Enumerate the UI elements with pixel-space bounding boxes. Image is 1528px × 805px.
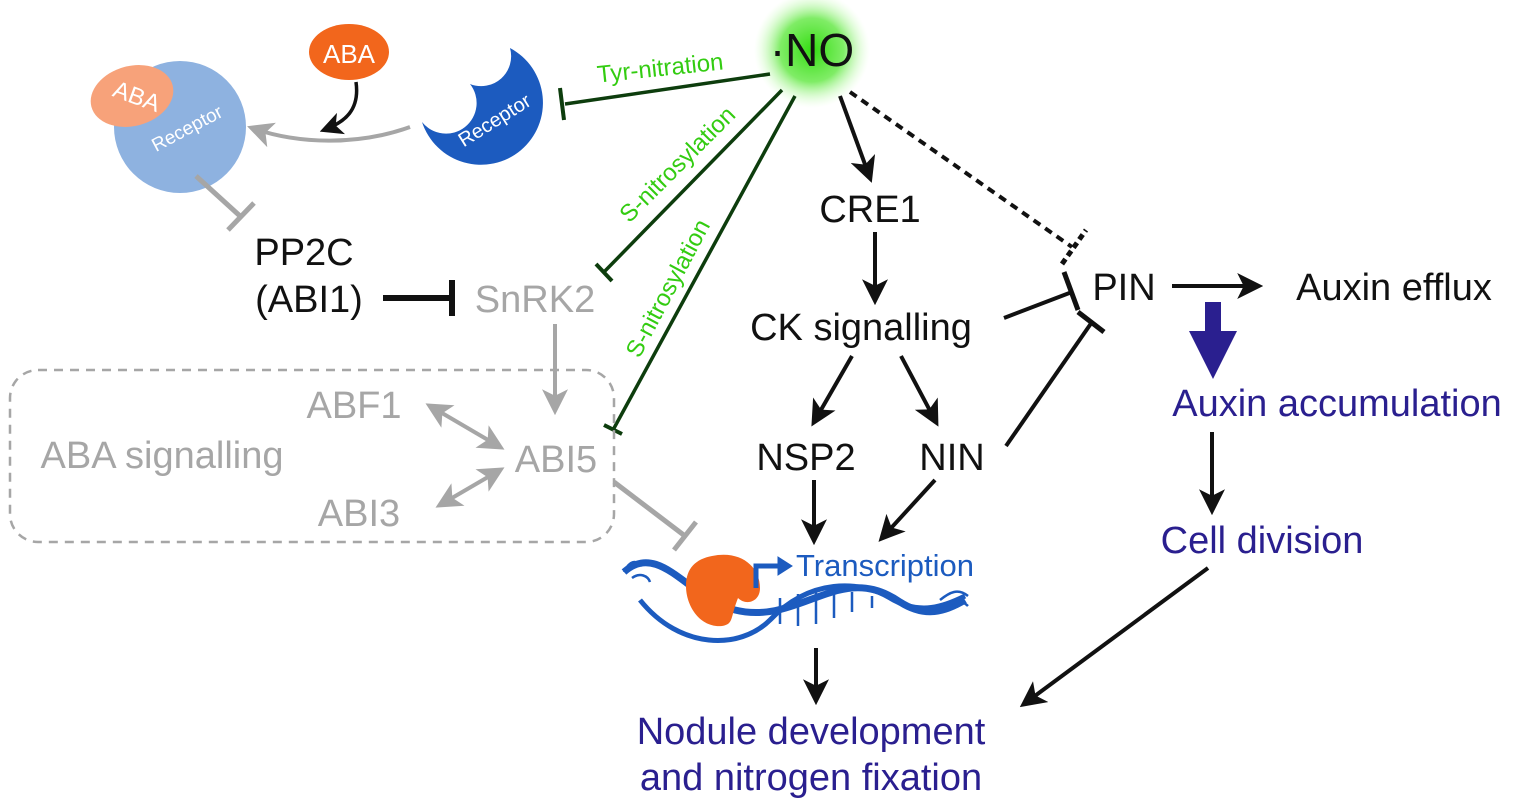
no-glow [754,0,870,108]
s-nitrosylation-snrk2-label: S-nitrosylation [614,101,741,228]
nin-transcription-arrow [878,478,937,542]
receptor-free: Receptor [422,48,543,165]
abi5-label: ABI5 [515,439,597,481]
snrk2-label: SnRK2 [475,279,595,321]
aba-free-label: ABA [323,39,376,69]
aba-signalling-box [8,368,616,544]
tyr-nitration-inhibition [558,72,771,121]
pin-label: PIN [1092,267,1155,309]
ck-inhibits-pin [1003,271,1081,320]
s-nitrosylation-snrk2-inhibition [594,88,784,283]
dna-helix [621,559,969,643]
receptor-binding-arrow [247,122,411,148]
receptor-inhibits-pp2c [194,174,256,232]
abf1-label: ABF1 [306,385,401,427]
cre1-label: CRE1 [819,189,920,231]
abf1-abi5-arrow [425,403,505,450]
no-label: ·NO [770,24,854,76]
transcription-start-arrow-icon [753,556,793,588]
aba-free: ABA [309,24,389,80]
abi1-label: (ABI1) [255,279,363,321]
aba-signalling-label: ABA signalling [41,435,284,477]
no-cre1-arrow [838,95,876,183]
ck-nin-arrow [899,355,939,427]
transcription-label: Transcription [796,548,974,583]
nitrogen-fixation-label: and nitrogen fixation [640,757,982,799]
cell-division-nodule-arrow [1019,566,1210,708]
abi5-inhibits-transcription [612,480,698,552]
abi3-abi5-arrow [435,467,505,508]
auxin-accumulation-label: Auxin accumulation [1172,383,1502,425]
transcription-factor-blob [686,554,760,627]
no-pin-dashed-inhibition [848,90,1089,266]
s-nitrosylation-abi5-label: S-nitrosylation [621,215,716,362]
auxin-efflux-label: Auxin efflux [1296,267,1492,309]
aba-binding-arrow [319,81,359,135]
ck-signalling-label: CK signalling [750,307,972,349]
pp2c-label: PP2C [254,232,353,274]
nsp2-label: NSP2 [756,437,855,479]
s-nitrosylation-abi5-inhibition [603,95,797,436]
nin-inhibits-pin [1004,310,1106,448]
ck-nsp2-arrow [811,355,854,427]
cell-division-label: Cell division [1161,520,1364,562]
aba-receptor-complex: ABA Receptor [90,61,246,193]
nodule-development-label: Nodule development [637,711,986,753]
nin-label: NIN [919,437,984,479]
abi3-label: ABI3 [318,493,400,535]
pp2c-inhibits-snrk2 [383,280,455,316]
